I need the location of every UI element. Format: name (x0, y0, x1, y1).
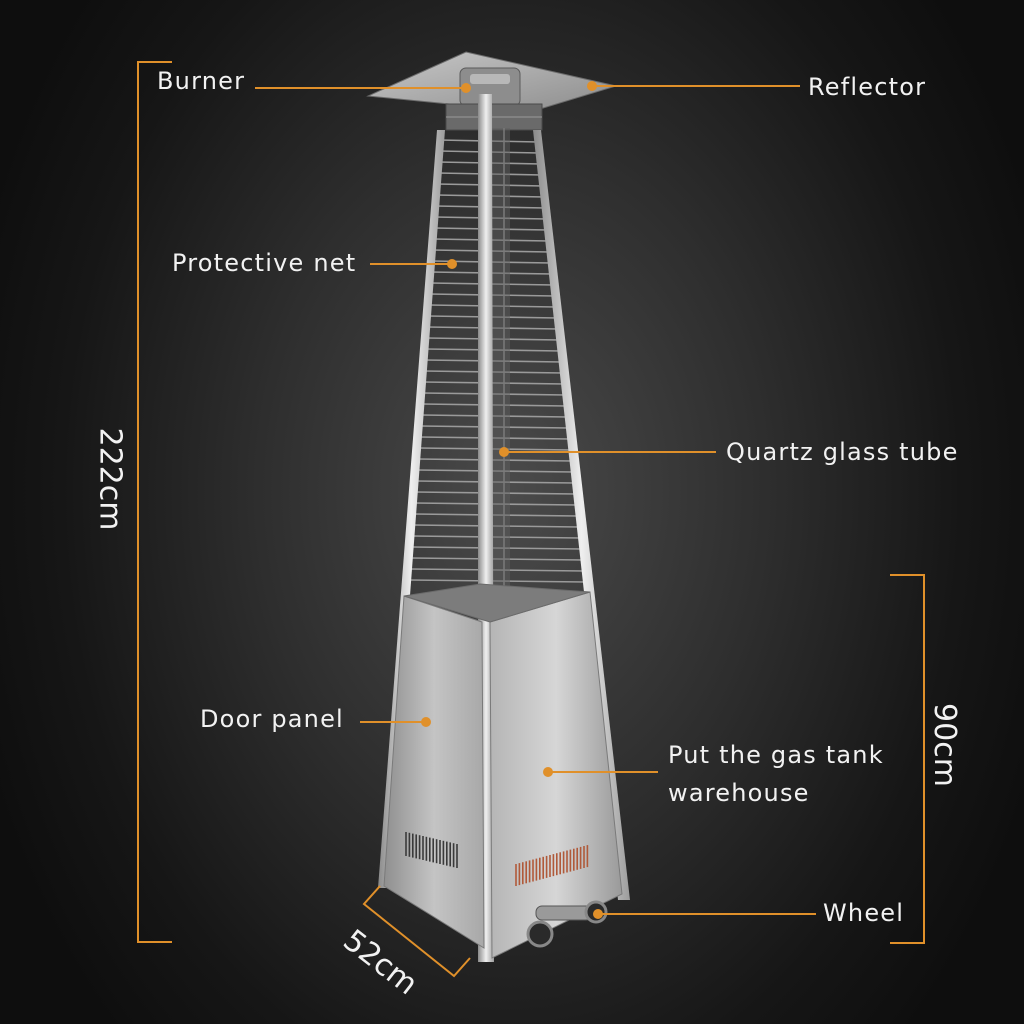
vent-left (405, 832, 458, 868)
height-total-bracket (137, 61, 172, 943)
gas-tank-label: Put the gas tank warehouse (668, 736, 884, 812)
quartz-tube-label: Quartz glass tube (726, 438, 959, 466)
wheel-assembly (526, 900, 608, 948)
vent-right (515, 845, 589, 886)
wheel-label: Wheel (823, 899, 905, 927)
burner-label: Burner (157, 67, 246, 95)
gas-tank-label-line2: warehouse (668, 779, 810, 807)
width-base-bracket (362, 885, 471, 978)
height-base-bracket (890, 574, 925, 944)
reflector-label: Reflector (808, 73, 927, 101)
door-panel-label: Door panel (200, 705, 344, 733)
gas-tank-label-line1: Put the gas tank (668, 741, 884, 769)
protective-net-label: Protective net (172, 249, 357, 277)
height-total-dimension: 222cm (92, 427, 128, 531)
burner-head (445, 67, 543, 131)
height-base-dimension: 90cm (926, 703, 962, 787)
door-panel-shape (383, 595, 485, 949)
